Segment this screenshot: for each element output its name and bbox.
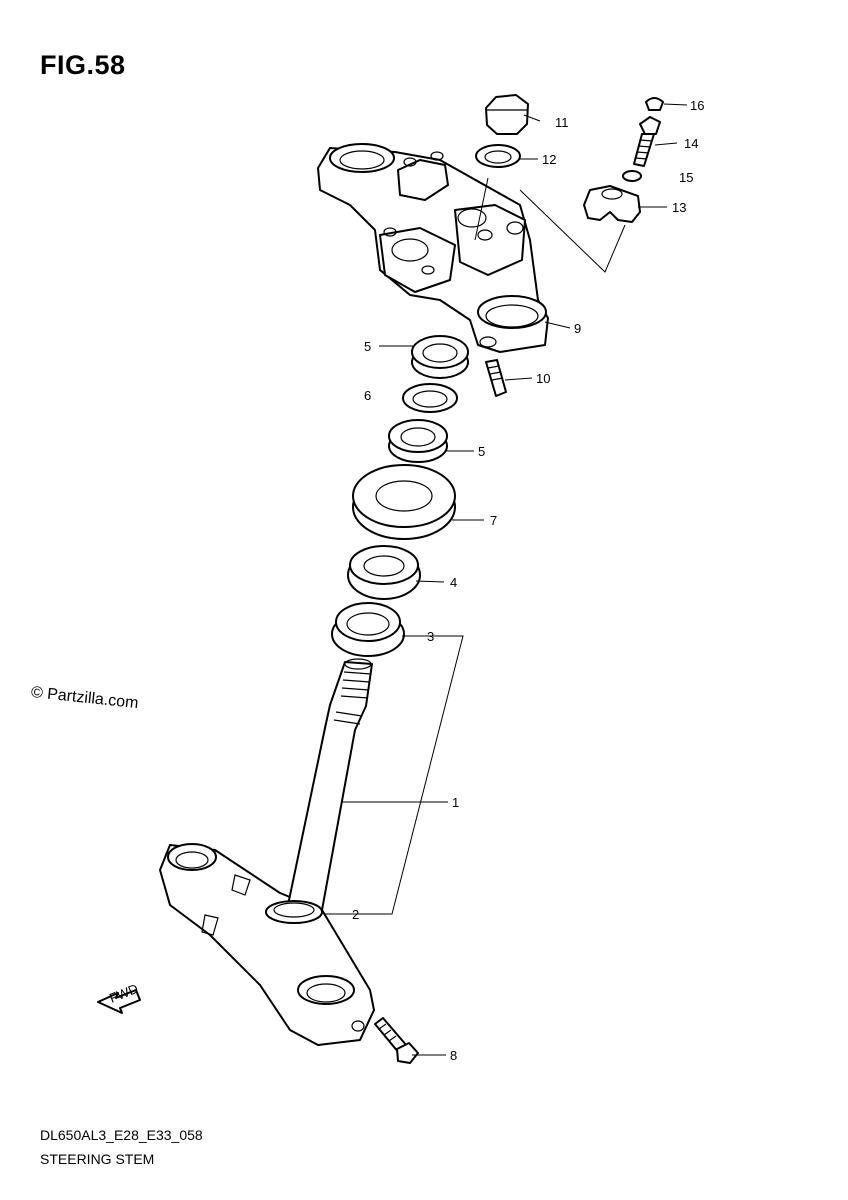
callout-1: 1 xyxy=(452,795,459,810)
callout-9: 9 xyxy=(574,321,581,336)
upper-bracket xyxy=(317,143,549,353)
callout-12: 12 xyxy=(542,152,556,167)
section-name: STEERING STEM xyxy=(40,1151,155,1167)
upper-bearing xyxy=(347,545,421,600)
lower-bearing xyxy=(331,602,405,657)
cap xyxy=(645,97,664,111)
callout-5-lower: 5 xyxy=(478,444,485,459)
lock-nut-lower xyxy=(388,419,448,463)
cap-nut xyxy=(485,94,529,135)
callout-8: 8 xyxy=(450,1048,457,1063)
handlebar-holder xyxy=(583,185,641,223)
bolt-washer xyxy=(622,170,642,182)
steering-stem xyxy=(159,658,375,1046)
callout-6: 6 xyxy=(364,388,371,403)
callout-16: 16 xyxy=(690,98,704,113)
callout-7: 7 xyxy=(490,513,497,528)
lock-washer xyxy=(402,383,458,413)
fwd-arrow-icon: FWD xyxy=(97,981,141,1014)
handlebar-bolt xyxy=(633,116,661,167)
callout-5-upper: 5 xyxy=(364,339,371,354)
lock-nut-upper xyxy=(411,335,469,379)
callout-10: 10 xyxy=(536,371,550,386)
pinch-bolt xyxy=(485,359,507,397)
callout-4: 4 xyxy=(450,575,457,590)
callout-14: 14 xyxy=(684,136,698,151)
callout-13: 13 xyxy=(672,200,686,215)
dust-seal xyxy=(352,464,456,540)
model-code: DL650AL3_E28_E33_058 xyxy=(40,1127,203,1143)
callout-15: 15 xyxy=(679,170,693,185)
washer xyxy=(475,144,521,168)
figure-title: FIG.58 xyxy=(40,50,126,80)
clamp-bolt xyxy=(374,1017,419,1064)
callout-11: 11 xyxy=(555,115,569,130)
callout-2: 2 xyxy=(352,907,359,922)
callout-3: 3 xyxy=(427,629,434,644)
